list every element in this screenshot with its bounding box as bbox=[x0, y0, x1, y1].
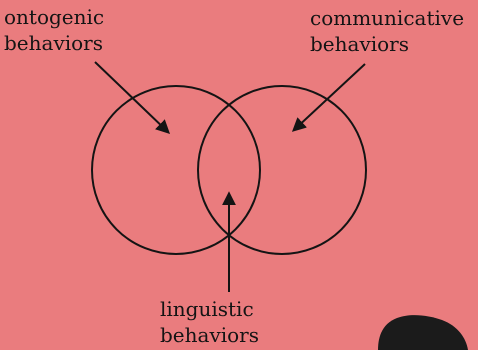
communicative-arrow bbox=[294, 64, 365, 130]
communicative-label-line2: behaviors bbox=[310, 31, 464, 57]
linguistic-label-line1: linguistic bbox=[160, 296, 259, 322]
ontogenic-label: ontogenic behaviors bbox=[4, 4, 104, 56]
ontogenic-arrow bbox=[95, 62, 168, 132]
communicative-circle bbox=[198, 86, 366, 254]
ontogenic-label-line1: ontogenic bbox=[4, 4, 104, 30]
communicative-label-line1: communicative bbox=[310, 5, 464, 31]
communicative-label: communicative behaviors bbox=[310, 5, 464, 57]
ontogenic-label-line2: behaviors bbox=[4, 30, 104, 56]
portrait-silhouette bbox=[378, 315, 468, 350]
linguistic-label-line2: behaviors bbox=[160, 322, 259, 348]
linguistic-label: linguistic behaviors bbox=[160, 296, 259, 348]
ontogenic-circle bbox=[92, 86, 260, 254]
